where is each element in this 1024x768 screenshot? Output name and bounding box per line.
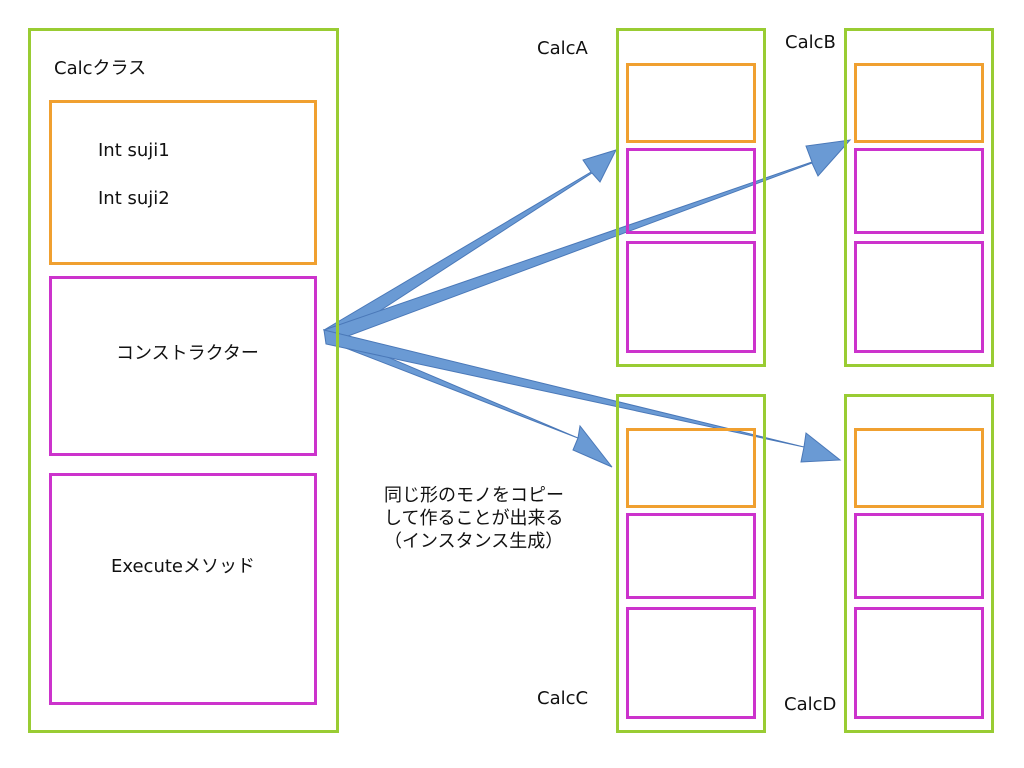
calcb-fields xyxy=(854,63,984,143)
execute-method-box xyxy=(49,473,317,705)
calcc-fields xyxy=(626,428,756,508)
calc-class-box xyxy=(28,28,339,733)
constructor-box xyxy=(49,276,317,456)
calca-label: CalcA xyxy=(537,38,588,59)
calcc-label: CalcC xyxy=(537,688,589,709)
constructor-label: コンストラクター xyxy=(116,343,259,364)
instantiation-note: 同じ形のモノをコピー して作ることが出来る （インスタンス生成） xyxy=(384,484,564,553)
calcd-box xyxy=(844,394,994,733)
field-suji1: Int suji1 xyxy=(98,140,170,161)
arrow-to-calca xyxy=(323,149,617,339)
calcb-label: CalcB xyxy=(785,32,836,53)
calcb-constructor xyxy=(854,148,984,234)
calcd-constructor xyxy=(854,513,984,599)
calca-box xyxy=(616,28,766,367)
fields-box xyxy=(49,100,317,265)
field-suji2: Int suji2 xyxy=(98,188,170,209)
arrow-to-calcc xyxy=(322,329,613,468)
calca-constructor xyxy=(626,148,756,234)
arrow-to-calcd xyxy=(323,329,842,463)
arrow-to-calcb xyxy=(323,139,852,343)
calcb-method xyxy=(854,241,984,353)
calcc-constructor xyxy=(626,513,756,599)
note-line-1: 同じ形のモノをコピー xyxy=(384,485,564,506)
calcd-fields xyxy=(854,428,984,508)
calcd-method xyxy=(854,607,984,719)
calcc-method xyxy=(626,607,756,719)
calc-class-title: Calcクラス xyxy=(54,58,147,79)
calca-method xyxy=(626,241,756,353)
calca-fields xyxy=(626,63,756,143)
calcc-box xyxy=(616,394,766,733)
calcb-box xyxy=(844,28,994,367)
calcd-label: CalcD xyxy=(784,694,837,715)
note-line-3: （インスタンス生成） xyxy=(384,531,564,552)
note-line-2: して作ることが出来る xyxy=(384,508,564,529)
execute-method-label: Executeメソッド xyxy=(111,556,255,577)
